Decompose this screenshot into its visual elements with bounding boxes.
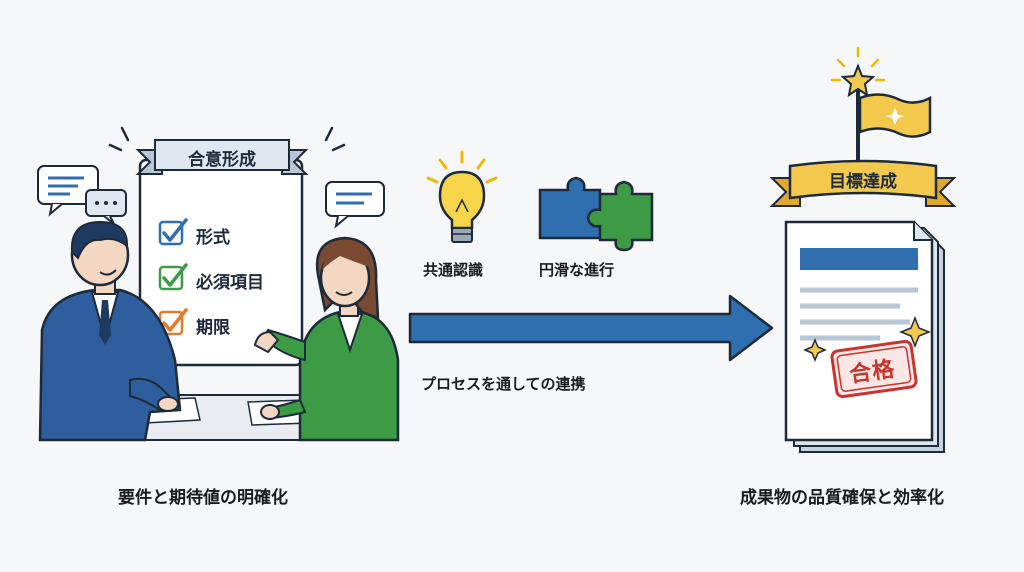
speech-bubble-icon-left: [37, 165, 99, 217]
star-icon: [830, 46, 886, 98]
left-caption: 要件と期待値の明確化: [118, 488, 288, 508]
goal-banner-label: 目標達成: [829, 172, 897, 192]
left-scene: [37, 126, 400, 442]
businesswoman-figure: [253, 236, 400, 442]
document-stack: [784, 220, 945, 453]
agreement-banner: [135, 139, 309, 175]
agreement-banner-label: 合意形成: [188, 150, 256, 170]
smooth-progress-label: 円滑な進行: [539, 261, 615, 279]
approval-stamp-label: 合格: [847, 356, 897, 389]
common-understanding-label: 共通認識: [423, 261, 484, 279]
checklist-item-format: 形式: [196, 228, 230, 248]
right-scene: [769, 46, 957, 453]
arrow-label: プロセスを通しての連携: [421, 375, 586, 393]
businessman-figure: [38, 220, 182, 442]
approval-stamp: [830, 339, 918, 399]
sparkle-icon: [803, 315, 932, 362]
checklist-item-deadline: 期限: [196, 318, 230, 338]
check-icon-required: [158, 263, 188, 291]
chat-bubble-icon-small: [85, 189, 127, 225]
right-caption: 成果物の品質確保と効率化: [740, 488, 944, 508]
attention-rays-left: [108, 126, 346, 152]
lightbulb-icon: [426, 150, 498, 243]
checklist-item-required: 必須項目: [196, 273, 264, 293]
process-arrow: [408, 294, 774, 362]
goal-banner: [769, 159, 957, 207]
puzzle-icon: [538, 176, 654, 252]
check-icon-format: [158, 218, 188, 246]
middle-section: [408, 150, 774, 362]
speech-bubble-icon-right: [325, 181, 385, 229]
